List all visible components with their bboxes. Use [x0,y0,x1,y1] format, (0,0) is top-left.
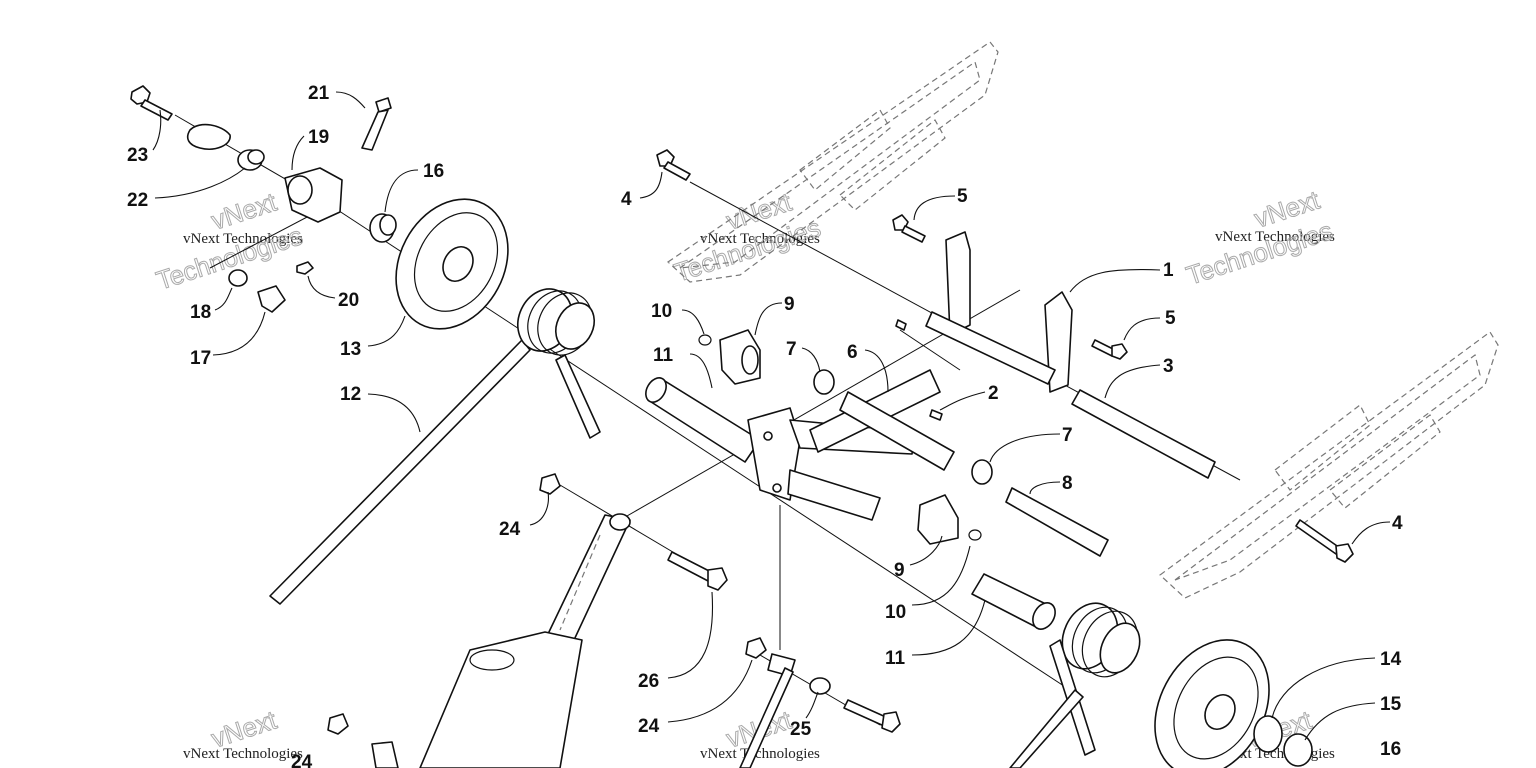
bearing-15 [1253,715,1283,753]
idler-wheel-13 [395,198,509,330]
bushing-7-upper [813,369,835,395]
callout-9-lower: 9 [894,560,905,581]
callout-2: 2 [988,383,999,404]
watermark-center: vNext vNext Technologies Technologies [670,186,825,288]
tube-11-lower [971,573,1056,630]
shock-absorber [419,513,631,768]
callout-20: 20 [338,290,359,311]
rail-frame-lower [1159,331,1499,599]
bracket-19 [284,167,343,223]
callout-5-lower: 5 [1165,308,1176,329]
nut-24-a [539,473,561,495]
callout-10-lower: 10 [885,602,906,623]
torsion-spring-right [1009,602,1141,768]
nut-20 [296,261,314,275]
callout-10-upper: 10 [651,301,672,322]
callout-11-lower: 11 [885,648,906,669]
clip-10-upper [698,334,712,346]
callout-19: 19 [308,127,329,148]
callout-26: 26 [638,671,659,692]
bolt-23 [130,85,173,121]
callout-6: 6 [847,342,858,363]
torsion-spring-12 [269,288,601,605]
watermark-right: vNext vNext Technologies Technologies [1182,184,1337,291]
callout-16-upper: 16 [423,161,444,182]
bushing-9-upper [719,329,761,385]
bolt-5-upper [892,214,926,243]
callout-18: 18 [190,302,211,323]
washer-18 [228,269,248,287]
callout-11-upper: 11 [653,345,674,366]
cap-17 [257,285,286,313]
bushing-7-lower [971,459,993,485]
bushing-9-lower [917,494,959,545]
rail-frame-upper [667,41,999,283]
shaft-3 [1071,389,1216,479]
washer-22 [186,123,231,150]
callout-24-a: 24 [499,519,521,540]
callout-4-lower: 4 [1392,513,1403,534]
callout-24-c: 24 [291,752,313,768]
ring-16-right [1283,733,1313,767]
bolt-26 [667,551,728,591]
svg-text:vNext Technologies: vNext Technologies [183,746,303,762]
spacer-lower-left [371,741,399,768]
clip-10-lower [968,529,982,541]
callout-7-lower: 7 [1062,425,1073,446]
callout-3: 3 [1163,356,1174,377]
pin-8 [1005,487,1109,557]
callout-12: 12 [340,384,361,405]
callout-25: 25 [790,719,812,740]
svg-text:vNext Technologies: vNext Technologies [700,746,820,762]
bracket-1 [925,231,1073,393]
bolt-21 [361,97,392,151]
callout-8: 8 [1062,473,1073,494]
bolt-4-lower [1295,519,1354,563]
callout-21: 21 [308,83,330,104]
callout-5-upper: 5 [957,186,968,207]
nut-24-b [745,637,767,659]
callout-15: 15 [1380,694,1402,715]
shaft-11-upper [645,377,761,463]
callout-4-upper: 4 [621,189,632,210]
setscrew-2 [895,319,943,421]
callout-7-upper: 7 [786,339,797,360]
link-25 [739,653,901,768]
spacer-16 [369,213,397,243]
callout-1: 1 [1163,260,1174,281]
nut-24-c [327,713,349,735]
callout-14: 14 [1380,649,1402,670]
callout-24-b: 24 [638,716,660,737]
callout-17: 17 [190,348,211,369]
callout-labels: 1 2 3 4 4 5 5 6 7 7 8 9 9 10 10 11 11 12… [127,83,1403,768]
leader-lines [152,91,1391,741]
bolt-4-upper [656,149,691,181]
callout-22: 22 [127,190,148,211]
svg-text:vNext Technologies: vNext Technologies [700,231,820,247]
bushing-22 [237,149,265,171]
bolt-5-lower [1091,339,1128,360]
callout-9-upper: 9 [784,294,795,315]
callout-23: 23 [127,145,148,166]
shaft-6 [839,391,955,471]
callout-16-lower: 16 [1380,739,1401,760]
callout-13: 13 [340,339,361,360]
svg-text:vNext Technologies: vNext Technologies [1215,229,1335,245]
watermark-bottom-left: vNext vNext Technologies [183,704,303,762]
